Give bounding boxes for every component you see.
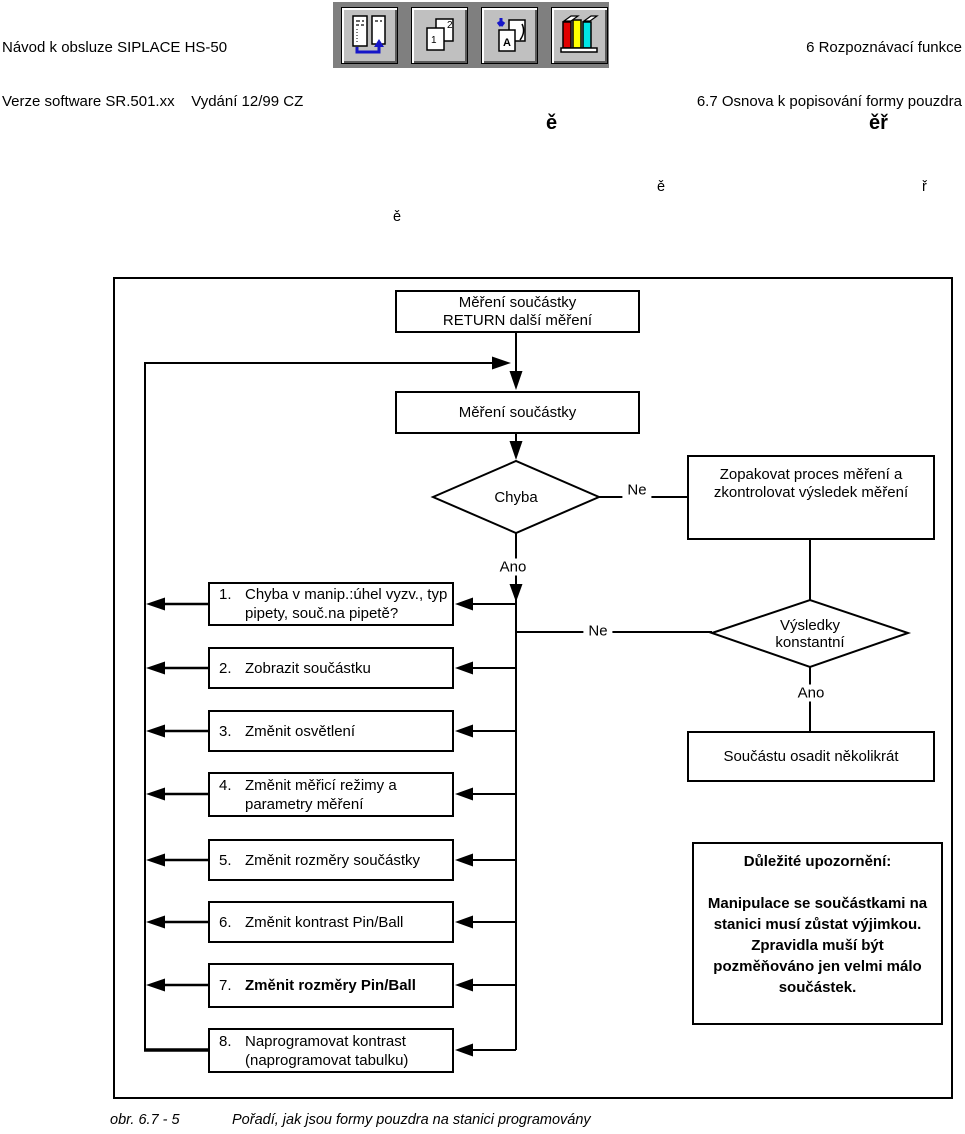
node-text: Chyba (494, 488, 538, 506)
note-title: Důležité upozornění: (743, 853, 892, 870)
svg-text:1: 1 (431, 35, 437, 46)
step-line: Změnit kontrast Pin/Ball (245, 913, 404, 931)
header-right-line1: 6 Rozpoznávací funkce (806, 39, 962, 56)
step-text: Změnit kontrast Pin/Ball (245, 913, 452, 932)
node-text: RETURN další měření (442, 311, 593, 329)
note-line: Zpravidla muší být (751, 937, 884, 954)
edge-label-ne-2: Ne (583, 622, 613, 640)
note-line: Manipulace se součástkami na (707, 895, 928, 912)
books-shelf-icon (559, 15, 599, 53)
step-number: 8. (219, 1032, 232, 1050)
node-text: zkontrolovat výsledek měření (713, 484, 909, 501)
toolbar-button-panels[interactable] (341, 6, 398, 64)
node-measure-return: Měření součástky RETURN další měření (395, 290, 640, 333)
step-text: Zobrazit součástku (245, 659, 452, 678)
step-line: Změnit rozměry součástky (245, 851, 421, 869)
step-text: Změnit osvětlení (245, 722, 452, 741)
pages-1-2-icon: 2 1 (425, 18, 454, 51)
step-number: 2. (219, 659, 232, 677)
flowchart-frame (113, 277, 953, 1099)
edge-label-ano-1: Ano (494, 558, 532, 576)
header-left: Návod k obsluze SIPLACE HS-50 Verze soft… (2, 3, 303, 129)
node-text: Výsledky (779, 616, 841, 634)
step-box-3: 3. Změnit osvětlení (208, 710, 454, 752)
step-number: 3. (219, 722, 232, 740)
step-number: 5. (219, 851, 232, 869)
note-line: pozměňováno jen velmi málo (713, 958, 922, 975)
toolbar: 2 1 A (333, 2, 609, 68)
step-box-7: 7. Změnit rozměry Pin/Ball (208, 963, 454, 1008)
toolbar-button-language[interactable]: A (481, 6, 538, 64)
figure-caption: obr. 6.7 - 5 Pořadí, jak jsou formy pouz… (110, 1112, 591, 1128)
node-text: Zopakovat proces měření a (719, 466, 903, 483)
svg-text:A: A (503, 37, 511, 49)
node-text: konstantní (775, 633, 845, 651)
step-line: Chyba v manip.:úhel vyzv., typ (245, 586, 448, 603)
header-right-line2: 6.7 Osnova k popisování formy pouzdra (696, 93, 962, 110)
step-line: pipety, souč.na pipetě? (245, 605, 399, 622)
stray-glyph: ě (393, 209, 402, 225)
step-box-5: 5. Změnit rozměry součástky (208, 839, 454, 881)
stray-glyph: ř (922, 179, 927, 195)
header-right: 6 Rozpoznávací funkce 6.7 Osnova k popis… (697, 3, 962, 129)
stray-glyph: ěř (869, 112, 888, 134)
figure-caption-text: Pořadí, jak jsou formy pouzdra na stanic… (232, 1112, 591, 1128)
step-text: Změnit rozměry Pin/Ball (245, 976, 452, 995)
node-text: Měření součástky (458, 403, 577, 421)
node-repeat-measure: Zopakovat proces měření a zkontrolovat v… (687, 455, 935, 540)
step-number: 6. (219, 913, 232, 931)
header-left-line2: Verze software SR.501.xx Vydání 12/99 CZ (2, 93, 304, 110)
list-panels-arrow-icon (351, 15, 386, 54)
step-text: Změnit rozměry součástky (245, 851, 452, 870)
svg-text:2: 2 (447, 20, 453, 31)
page-letter-a-arrow-icon: A (496, 18, 526, 52)
note-line: součástek. (778, 979, 857, 996)
step-box-1: 1. Chyba v manip.:úhel vyzv., typ pipety,… (208, 582, 454, 626)
step-box-8: 8. Naprogramovat kontrast(naprogramovat … (208, 1028, 454, 1073)
figure-number: obr. 6.7 - 5 (110, 1112, 180, 1128)
step-line: Změnit měřicí režimy a (245, 776, 397, 794)
step-box-2: 2. Zobrazit součástku (208, 647, 454, 689)
note-line: stanici musí zůstat výjimkou. (713, 916, 922, 933)
step-line: Zobrazit součástku (245, 659, 371, 677)
node-measure: Měření součástky (395, 391, 640, 434)
step-number: 7. (219, 977, 232, 994)
step-line: parametry měření (245, 795, 364, 813)
node-text: Součástu osadit několikrát (723, 747, 899, 765)
note-box: Důležité upozornění: Manipulace se součá… (692, 842, 943, 1025)
edge-label-ne-1: Ne (622, 481, 652, 499)
step-text: Chyba v manip.:úhel vyzv., typ pipety, so… (245, 585, 452, 623)
step-box-6: 6. Změnit kontrast Pin/Ball (208, 901, 454, 943)
toolbar-button-library[interactable] (551, 6, 608, 64)
step-line: (naprogramovat tabulku) (245, 1051, 409, 1069)
step-line: Změnit osvětlení (245, 722, 356, 740)
toolbar-button-pages[interactable]: 2 1 (411, 6, 468, 64)
node-text: Měření součástky (458, 293, 577, 311)
step-line: Naprogramovat kontrast (245, 1032, 406, 1050)
step-text: Naprogramovat kontrast(naprogramovat tab… (245, 1032, 452, 1070)
step-number: 4. (219, 776, 232, 794)
edge-label-ano-2: Ano (792, 684, 830, 702)
step-number: 1. (219, 586, 232, 603)
decision-chyba-label: Chyba (433, 461, 599, 533)
header-left-line1: Návod k obsluze SIPLACE HS-50 (2, 39, 228, 56)
step-line: Změnit rozměry Pin/Ball (245, 977, 416, 994)
decision-vysledky-label: Výsledky konstantní (712, 600, 908, 667)
stray-glyph: ě (546, 112, 558, 134)
stray-glyph: ě (657, 179, 666, 195)
node-place-several-times: Součástu osadit několikrát (687, 731, 935, 782)
